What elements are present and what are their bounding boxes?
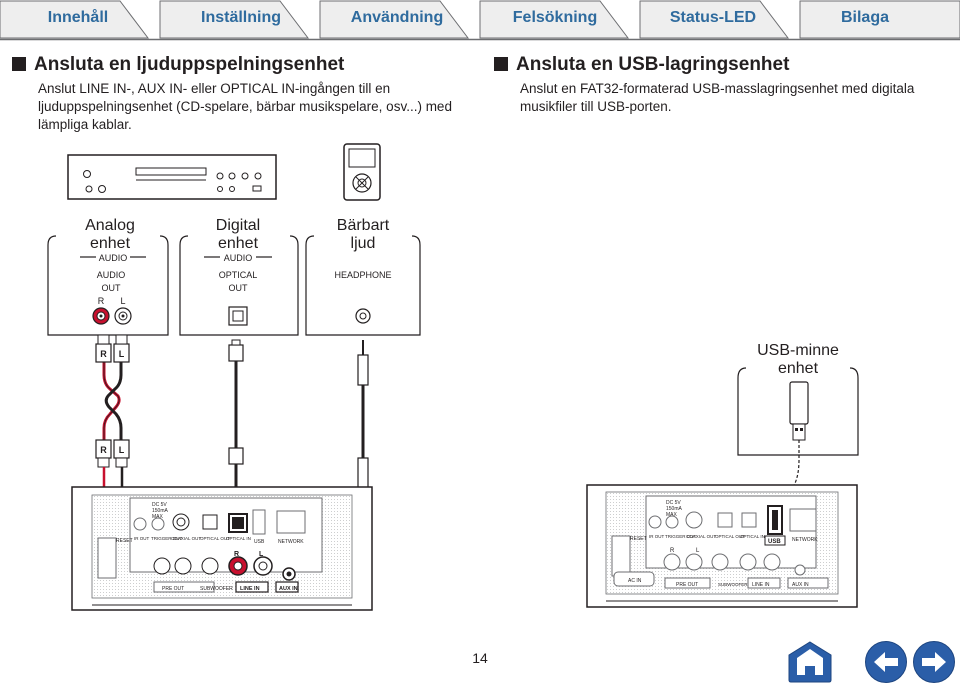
left-body-line: ljuduppspelningsenhet (CD-spelare, bärba… [38, 99, 452, 114]
analog-device-title-1: Analog [85, 217, 135, 234]
left-body-line: Anslut LINE IN-, AUX IN- eller OPTICAL I… [38, 81, 391, 96]
digital-group-label: AUDIO [224, 253, 253, 263]
optical-cable [228, 339, 244, 510]
analog-r-label: R [98, 296, 105, 306]
left-section-heading: Ansluta en ljuduppspelningsenhet [12, 54, 344, 76]
rear-right-dc-ma: 150mA [666, 506, 683, 512]
right-section-heading: Ansluta en USB-lagringsenhet [494, 54, 789, 76]
rear-left-ir-out: IR OUT [134, 536, 150, 541]
rear-left-pre-out: PRE OUT [162, 586, 184, 592]
rear-left-optical-in: OPTICAL IN [226, 536, 251, 541]
right-body-line: musikfiler till USB-porten. [520, 99, 672, 114]
rear-left-dc-max: MAX [152, 514, 164, 520]
rear-right-l: L [696, 548, 700, 554]
rear-right-network: NETWORK [792, 537, 818, 543]
rear-left-optical-out: OPTICAL OUT [200, 536, 230, 541]
rear-left-r: R [234, 551, 239, 558]
digital-device-title-2: enhet [218, 235, 259, 252]
portable-device-title-2: ljud [351, 235, 376, 252]
tab-bar: Innehåll Inställning Användning Felsökni… [0, 0, 960, 42]
analog-out-jacks [92, 307, 132, 325]
analog-group-label: AUDIO [99, 253, 128, 263]
rear-left-subwoofer: SUBWOOFER [200, 586, 233, 592]
portable-port-label: HEADPHONE [334, 270, 391, 280]
rear-right-coaxial-out: COAXIAL OUT [686, 534, 716, 539]
left-body-line: lämpliga kablar. [38, 117, 132, 132]
tab-status-led[interactable]: Status-LED [669, 9, 757, 26]
analog-l-label: L [120, 296, 125, 306]
tab-anvandning[interactable]: Användning [350, 9, 444, 26]
rear-left-aux-in: AUX IN [279, 586, 298, 592]
analog-port-label-1: AUDIO [97, 270, 126, 280]
rear-right-aux-in: AUX IN [792, 582, 809, 588]
portable-player-illustration [343, 143, 381, 201]
rear-panel-left [71, 486, 373, 611]
rear-right-usb-box [764, 535, 786, 546]
plug-l-label-top: L [119, 349, 125, 359]
usb-device-title-1: USB-minne [757, 342, 839, 359]
digital-port-label-2: OUT [229, 283, 249, 293]
home-icon-house [797, 649, 823, 675]
rear-right-line-in: LINE IN [752, 582, 770, 588]
cd-player-illustration [67, 154, 277, 200]
rear-left-trigger-out: TRIGGER OUT [151, 536, 183, 541]
right-section-body: Anslut en FAT32-formaterad USB-masslagri… [520, 80, 950, 116]
plug-r-label-top: R [100, 349, 107, 359]
rear-right-trigger-out: TRIGGER OUT [665, 534, 697, 539]
rear-right-dc: DC 5V [666, 500, 681, 506]
rear-right-r: R [670, 548, 675, 554]
rear-left-reset: RESET [116, 538, 133, 544]
tab-felsokning[interactable]: Felsökning [512, 9, 598, 26]
plug-l-label-bottom: L [119, 445, 125, 455]
left-section-title: Ansluta en ljuduppspelningsenhet [34, 54, 345, 75]
tab-innehall[interactable]: Innehåll [47, 9, 109, 26]
digital-port-label-1: OPTICAL [219, 270, 258, 280]
arrow-right-glyph [922, 652, 946, 672]
rear-right-reset: RESET [630, 536, 647, 542]
rear-left-dc-ma: 150mA [152, 508, 169, 514]
rear-left-line-in: LINE IN [240, 586, 260, 592]
rear-left-coaxial-out: COAXIAL OUT [171, 536, 201, 541]
analog-port-label-2: OUT [102, 283, 122, 293]
rear-right-ac-in: AC IN [628, 578, 642, 584]
rear-right-usb: USB [768, 539, 781, 545]
tab-installning[interactable]: Inställning [201, 9, 281, 26]
portable-device-title-1: Bärbart [337, 217, 390, 234]
rear-left-l: L [259, 551, 264, 558]
rear-left-usb: USB [254, 539, 265, 545]
page-number: 14 [472, 650, 488, 666]
rear-right-subwoofer: SUBWOOFER [718, 582, 748, 587]
rear-right-dc-max: MAX [666, 512, 678, 518]
rear-panel-right [586, 484, 858, 608]
usb-device-title-2: enhet [778, 360, 819, 377]
section-marker-icon [12, 57, 26, 71]
right-section-title: Ansluta en USB-lagringsenhet [516, 54, 790, 75]
forward-button[interactable] [912, 640, 956, 684]
section-marker-icon [494, 57, 508, 71]
arrow-left-glyph [874, 652, 898, 672]
rca-cable [95, 334, 130, 468]
headphone-jack [355, 308, 371, 324]
plug-r-label-bottom: R [100, 445, 107, 455]
rear-right-optical-in: OPTICAL IN [740, 534, 765, 539]
device-brackets [47, 235, 859, 456]
rear-right-ir-out: IR OUT [649, 534, 665, 539]
left-section-body: Anslut LINE IN-, AUX IN- eller OPTICAL I… [38, 80, 478, 134]
rear-right-optical-out: OPTICAL OUT [715, 534, 745, 539]
right-body-line: Anslut en FAT32-formaterad USB-masslagri… [520, 81, 915, 96]
home-button[interactable] [787, 639, 833, 683]
rear-right-pre-out: PRE OUT [676, 582, 698, 588]
tab-bilaga[interactable]: Bilaga [840, 9, 889, 26]
optical-out-jack [228, 306, 248, 326]
back-button[interactable] [864, 640, 908, 684]
rear-left-dc: DC 5V [152, 502, 167, 508]
tab-bar-shapes [0, 0, 960, 41]
digital-device-title-1: Digital [216, 217, 260, 234]
rear-left-network: NETWORK [278, 539, 304, 545]
analog-device-title-2: enhet [90, 235, 131, 252]
